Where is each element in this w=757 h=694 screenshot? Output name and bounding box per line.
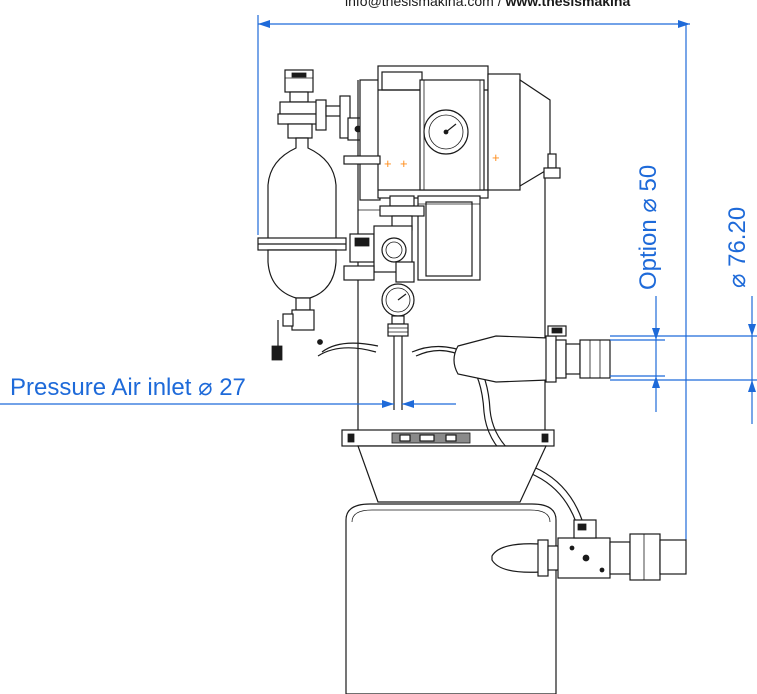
filter-cartridge [417,195,481,281]
outlet-nozzle [453,325,611,383]
pressure-gauge [381,283,415,410]
option-diameter-label: Option ⌀ 50 [635,165,662,290]
lower-container [345,503,557,694]
solenoid-valve [277,69,369,141]
filter-bowl [257,137,347,361]
hopper-cone [357,445,547,503]
vessel-body [341,80,555,447]
overall-diameter-label: ⌀ 76.20 [724,207,751,288]
svg-text:+: + [492,150,500,165]
option-dimension: Option ⌀ 50 [610,165,665,412]
air-inlet-label: Pressure Air inlet ⌀ 27 [10,374,246,401]
header-contact-web: www.thesismakina [505,0,631,9]
header-contact-email: info@thesismakina.com / [345,0,506,9]
control-box: + + + [343,65,561,201]
regulator [343,195,425,283]
svg-text:+: + [400,156,408,171]
overall-width-dimension [257,15,690,540]
discharge-valve [491,519,687,581]
air-inlet-dimension: Pressure Air inlet ⌀ 27 [0,374,456,408]
header-contact: info@thesismakina.com / www.thesismakina [345,0,630,9]
svg-text:+: + [384,156,392,171]
overall-diameter-dimension: ⌀ 76.20 [610,207,757,424]
